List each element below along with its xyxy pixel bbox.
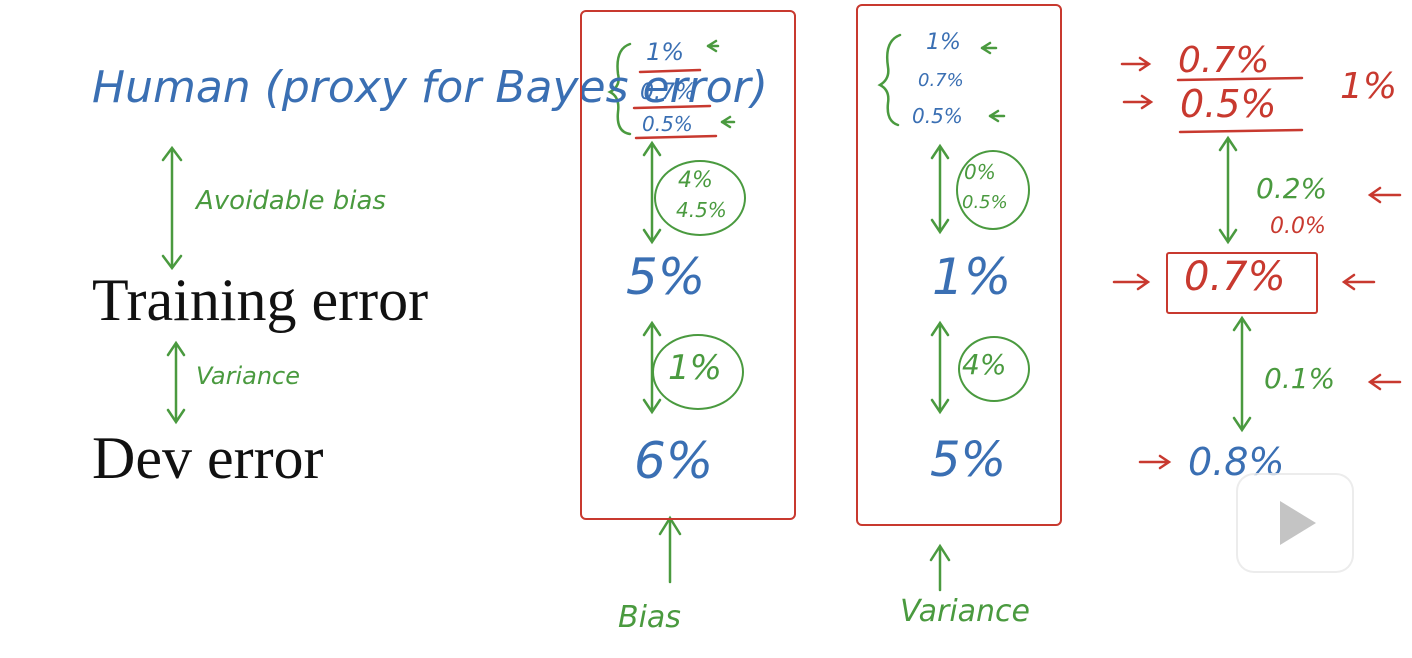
right-bias-gap-1: 0.2% — [1256, 172, 1328, 205]
variance-variance-gap: 4% — [962, 348, 1007, 381]
bias-example-box — [580, 10, 796, 520]
right-bias-gap-2: 0.0% — [1270, 214, 1326, 239]
bias-variance-circle — [652, 334, 744, 410]
bias-gap-value-2: 4.5% — [676, 198, 727, 222]
variance-bias-gap-1: 0% — [964, 160, 996, 184]
right-training-error-box — [1166, 252, 1318, 314]
right-variance-gap: 0.1% — [1264, 362, 1336, 395]
right-bayes-value-2: 0.5% — [1180, 82, 1277, 126]
play-button[interactable] — [1236, 473, 1354, 573]
bias-bayes-value-3: 0.5% — [642, 112, 693, 136]
variance-caption: Variance — [900, 594, 1031, 629]
human-proxy-label: Human (proxy for Bayes error) — [92, 62, 768, 113]
dev-error-label: Dev error — [92, 425, 324, 491]
bias-caption: Bias — [618, 600, 681, 635]
bias-gap-circle — [654, 160, 746, 236]
variance-bayes-value-2: 0.7% — [918, 70, 964, 91]
variance-label: Variance — [196, 362, 301, 390]
variance-dev-error: 5% — [930, 432, 1007, 488]
variance-example-box — [856, 4, 1062, 526]
variance-training-error: 1% — [932, 248, 1012, 306]
avoidable-bias-label: Avoidable bias — [196, 186, 386, 216]
variance-bias-circle — [956, 150, 1030, 230]
variance-bayes-value-1: 1% — [926, 30, 961, 55]
variance-gap-circle — [958, 336, 1030, 402]
play-icon — [1280, 501, 1316, 545]
variance-bias-gap-2: 0.5% — [962, 192, 1008, 213]
right-training-error: 0.7% — [1184, 254, 1286, 300]
bias-gap-value-1: 4% — [678, 168, 713, 193]
variance-bayes-value-3: 0.5% — [912, 104, 963, 128]
bias-bayes-value-1: 1% — [646, 38, 685, 66]
right-bayes-value-1: 0.7% — [1178, 40, 1270, 81]
right-side-note: 1% — [1340, 66, 1398, 107]
bias-training-error: 5% — [626, 248, 706, 306]
bias-bayes-value-2: 0.7% — [640, 80, 696, 105]
bias-variance-gap: 1% — [668, 348, 722, 388]
training-error-label: Training error — [92, 267, 429, 333]
bias-dev-error: 6% — [634, 432, 714, 490]
